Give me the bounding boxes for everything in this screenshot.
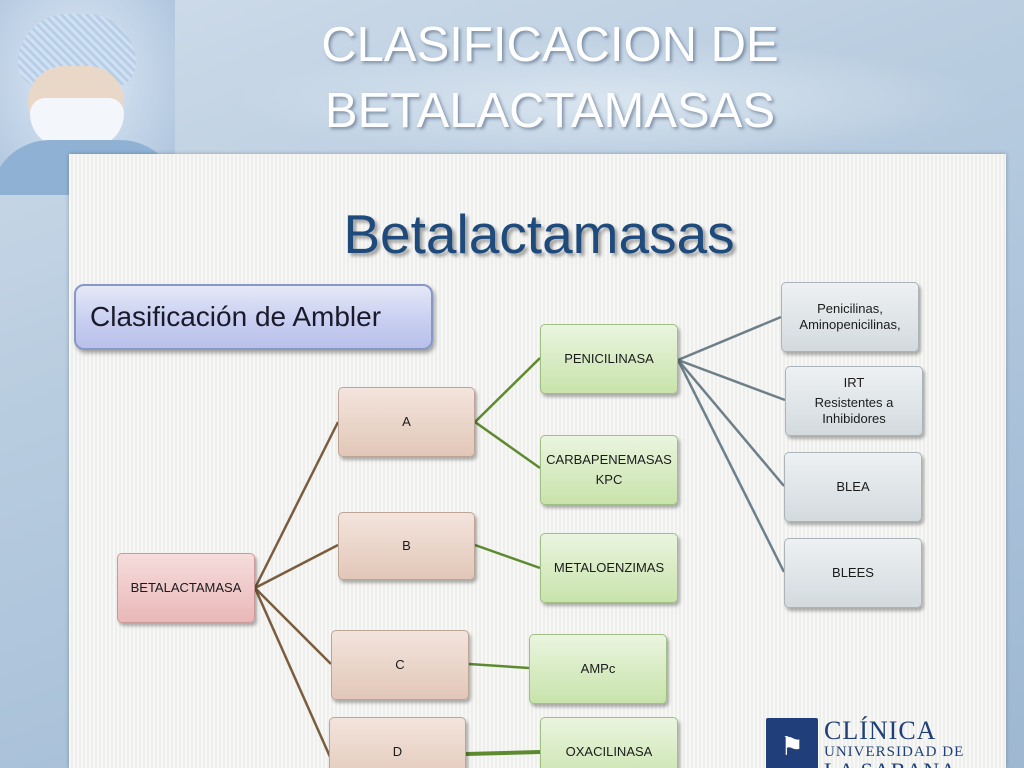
node-blees-label: BLEES [832,564,874,580]
node-blea: BLEA [784,452,922,522]
edge-penicilinasa-blees [676,359,786,573]
node-irt: IRT Resistentes a Inhibidores [785,366,923,436]
diagram-connectors [253,315,786,760]
node-irt-label-1: IRT [843,374,865,390]
node-penicilinas-label-1: Penicilinas, [817,300,883,316]
edge-penicilinasa-irt [677,358,786,402]
background-glow [230,40,990,160]
node-class-a: A [338,387,475,457]
slide-title-line2: BETALACTAMASAS [324,84,776,139]
node-carbapenemasas-label-2: KPC [595,472,623,487]
slide-title-line1: CLASIFICACION DE [321,18,779,72]
node-oxacilinasa: OXACILINASA [540,717,678,768]
edge-d-oxacilinasa [465,750,541,756]
node-penicilinasa: PENICILINASA [540,324,678,394]
ambler-classification-label: Clasificación de Ambler [74,284,433,350]
logo-line2: UNIVERSIDAD DE [824,744,965,760]
node-class-b-label: B [402,537,411,553]
edge-root-c [254,587,332,665]
logo-line3: LA SABANA [824,758,957,768]
edge-b-metaloenzimas [474,543,541,570]
node-class-d-label: D [392,743,403,759]
node-penicilinas-label-2: Aminopenicilinas, [799,317,901,332]
surgical-mask [30,98,124,148]
edge-c-ampc [468,662,530,670]
node-blees: BLEES [784,538,922,608]
node-penicilinasa-label: PENICILINASA [564,350,654,366]
node-oxacilinasa-label: OXACILINASA [565,743,653,759]
edge-penicilinasa-blea [677,359,785,487]
diagram-title: Betalactamasas [343,203,735,265]
edge-root-b [254,543,339,590]
edge-a-carbapenemasas [474,420,541,470]
node-class-d: D [329,717,466,768]
edge-root-a [253,421,340,589]
node-metaloenzimas-label: METALOENZIMAS [553,559,665,575]
node-class-c: C [331,630,469,700]
slide-title: CLASIFICACION DE BETALACTAMASAS [200,12,900,144]
clinica-logo: ⚑ CLÍNICA UNIVERSIDAD DE LA SABANA [764,716,1004,768]
node-metaloenzimas: METALOENZIMAS [540,533,678,603]
node-blea-label: BLEA [836,478,870,494]
diagram-panel: Betalactamasas Clasificación de Ambler B… [69,154,1006,768]
node-class-a-label: A [402,413,411,429]
node-carbapenemasas-label-1: CARBAPENEMASAS [546,451,672,467]
node-penicilinas: Penicilinas, Aminopenicilinas, [781,282,919,352]
node-ampc: AMPc [529,634,667,704]
node-betalactamasa-label: BETALACTAMASA [130,579,242,595]
node-irt-label-3: Inhibidores [822,411,886,427]
edge-a-penicilinasa [474,357,541,423]
node-class-b: B [338,512,475,580]
logo-line1: CLÍNICA [824,716,937,745]
edge-penicilinasa-penicilinas [677,315,782,362]
node-class-c-label: C [395,656,405,672]
edge-root-d [253,587,333,760]
crest-icon: ⚑ [766,718,818,768]
node-irt-label-2: Resistentes a [814,394,894,410]
node-carbapenemasas: CARBAPENEMASAS KPC [540,435,678,505]
node-ampc-label: AMPc [580,660,616,676]
node-betalactamasa: BETALACTAMASA [117,553,255,623]
